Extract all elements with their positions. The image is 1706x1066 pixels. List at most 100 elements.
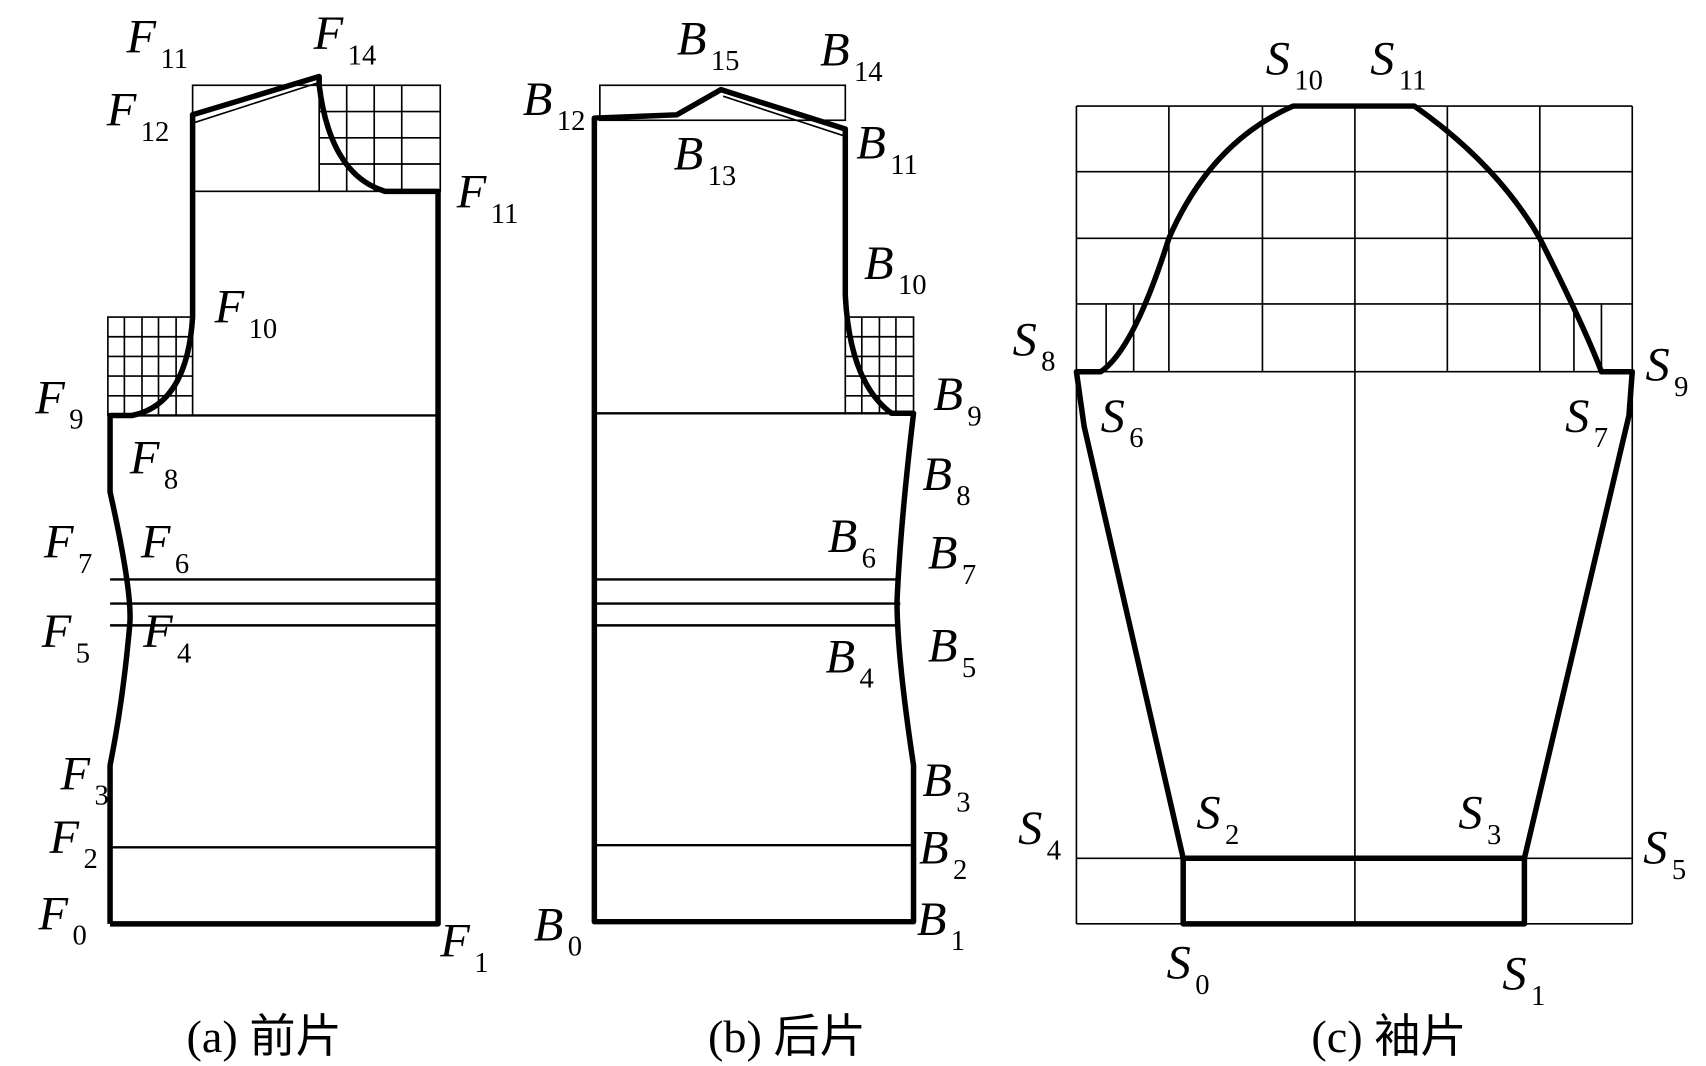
point-subscript: 8 (956, 481, 970, 512)
point-letter: S (1167, 937, 1191, 990)
point-letter: S (1565, 390, 1589, 443)
point-letter: S (1502, 948, 1526, 1001)
point-subscript: 4 (177, 639, 191, 670)
point-letter: B (864, 237, 894, 290)
point-subscript: 4 (1047, 835, 1061, 866)
point-letter: B (820, 24, 850, 77)
point-subscript: 5 (962, 653, 976, 684)
point-subscript: 9 (967, 401, 981, 432)
point-subscript: 15 (711, 46, 740, 77)
point-subscript: 10 (898, 270, 927, 301)
point-letter: F (142, 605, 173, 658)
front-armhole-grid (107, 316, 194, 417)
point-letter: F (49, 811, 80, 864)
point-letter: B (534, 898, 564, 951)
point-subscript: 14 (854, 57, 883, 88)
point-subscript: 1 (951, 926, 965, 957)
point-subscript: 0 (73, 921, 87, 952)
point-subscript: 10 (249, 314, 278, 345)
point-letter: S (1370, 32, 1394, 85)
point-subscript: 6 (1129, 423, 1143, 454)
point-letter: F (129, 432, 160, 485)
point-letter: F (60, 748, 91, 801)
point-letter: F (43, 516, 74, 569)
point-letter: F (313, 7, 344, 60)
back-shoulder-double-line (722, 95, 844, 137)
point-letter: B (922, 448, 952, 501)
point-letter: B (828, 510, 858, 563)
point-letter: S (1643, 822, 1667, 875)
point-letter: S (1458, 787, 1482, 840)
point-letter: B (677, 13, 707, 66)
point-subscript: 3 (1487, 820, 1501, 851)
point-letter: F (439, 915, 470, 968)
point-letter: B (928, 527, 958, 580)
front-piece (107, 73, 442, 927)
point-subscript: 7 (78, 549, 92, 580)
caption-front: (a) 前片 (187, 1011, 342, 1062)
front-guide-lines (110, 414, 439, 849)
point-subscript: 1 (474, 948, 488, 979)
point-subscript: 8 (164, 465, 178, 496)
sleeve-piece (1073, 103, 1636, 927)
point-letter: F (456, 166, 487, 219)
point-letter: B (674, 128, 704, 181)
point-subscript: 2 (953, 855, 967, 886)
sleeve-outline (1073, 103, 1636, 927)
point-letter: B (922, 754, 952, 807)
point-subscript: 11 (890, 150, 918, 181)
back-neck-box (599, 84, 847, 122)
point-subscript: 7 (1594, 423, 1608, 454)
point-subscript: 10 (1294, 66, 1323, 97)
point-subscript: 12 (557, 106, 586, 137)
point-letter: F (34, 371, 65, 424)
point-letter: S (1013, 313, 1037, 366)
point-letter: B (919, 822, 949, 875)
point-subscript: 14 (348, 41, 377, 72)
point-subscript: 0 (568, 932, 582, 963)
point-subscript: 12 (141, 117, 170, 148)
point-subscript: 2 (84, 844, 98, 875)
back-outline (591, 86, 917, 925)
point-letter: B (928, 620, 958, 673)
front-shoulder-double-line (194, 82, 318, 124)
point-letter: B (933, 368, 963, 421)
point-subscript: 3 (956, 787, 970, 818)
point-subscript: 2 (1225, 820, 1239, 851)
back-armhole-grid (844, 316, 915, 415)
point-letter: F (126, 11, 157, 64)
point-subscript: 4 (859, 664, 873, 695)
point-subscript: 11 (161, 44, 189, 75)
